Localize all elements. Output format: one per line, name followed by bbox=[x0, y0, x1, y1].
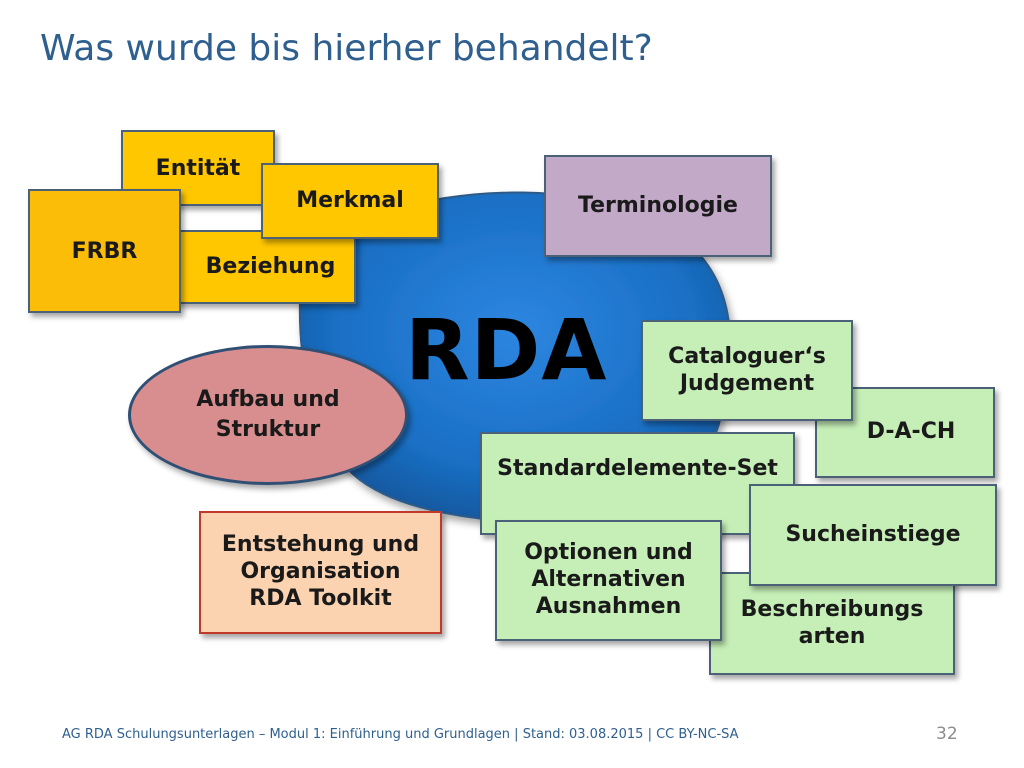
ellipse-aufbau-struktur-label: Aufbau und Struktur bbox=[196, 387, 340, 442]
box-frbr-label: FRBR bbox=[71, 239, 138, 264]
box-dach-label: D-A-CH bbox=[866, 419, 956, 445]
box-beziehung: Beziehung bbox=[175, 230, 356, 304]
slide-title: Was wurde bis hierher behandelt? bbox=[40, 28, 653, 69]
box-beschreibungsarten: Beschreibungs arten bbox=[709, 572, 955, 675]
box-entstehung: Entstehung und Organisation RDA Toolkit bbox=[199, 511, 442, 634]
page-number: 32 bbox=[936, 724, 958, 744]
slide-footer: AG RDA Schulungsunterlagen – Modul 1: Ei… bbox=[62, 727, 739, 742]
box-sucheinstiege: Sucheinstiege bbox=[749, 484, 997, 586]
box-entitaet-label: Entität bbox=[155, 156, 241, 181]
box-entstehung-label: Entstehung und Organisation RDA Toolkit bbox=[221, 532, 420, 611]
box-beschreibungsarten-label: Beschreibungs arten bbox=[740, 596, 924, 649]
rda-center-label: RDA bbox=[405, 301, 608, 399]
ellipse-aufbau-struktur: Aufbau und Struktur bbox=[128, 345, 408, 485]
box-terminologie: Terminologie bbox=[544, 155, 772, 257]
box-standardelemente: Standardelemente-Set bbox=[480, 432, 795, 535]
box-merkmal: Merkmal bbox=[261, 163, 439, 239]
box-sucheinstiege-label: Sucheinstiege bbox=[785, 521, 961, 547]
box-frbr: FRBR bbox=[28, 189, 181, 313]
box-optionen: Optionen und Alternativen Ausnahmen bbox=[495, 520, 722, 641]
box-beziehung-label: Beziehung bbox=[205, 253, 336, 279]
box-cataloguers-judgement-label: Cataloguer‘s Judgement bbox=[668, 343, 826, 396]
box-optionen-label: Optionen und Alternativen Ausnahmen bbox=[524, 540, 693, 619]
box-terminologie-label: Terminologie bbox=[578, 192, 738, 218]
box-merkmal-label: Merkmal bbox=[296, 187, 404, 213]
box-standardelemente-label: Standardelemente-Set bbox=[497, 456, 778, 481]
box-cataloguers-judgement: Cataloguer‘s Judgement bbox=[641, 320, 853, 421]
